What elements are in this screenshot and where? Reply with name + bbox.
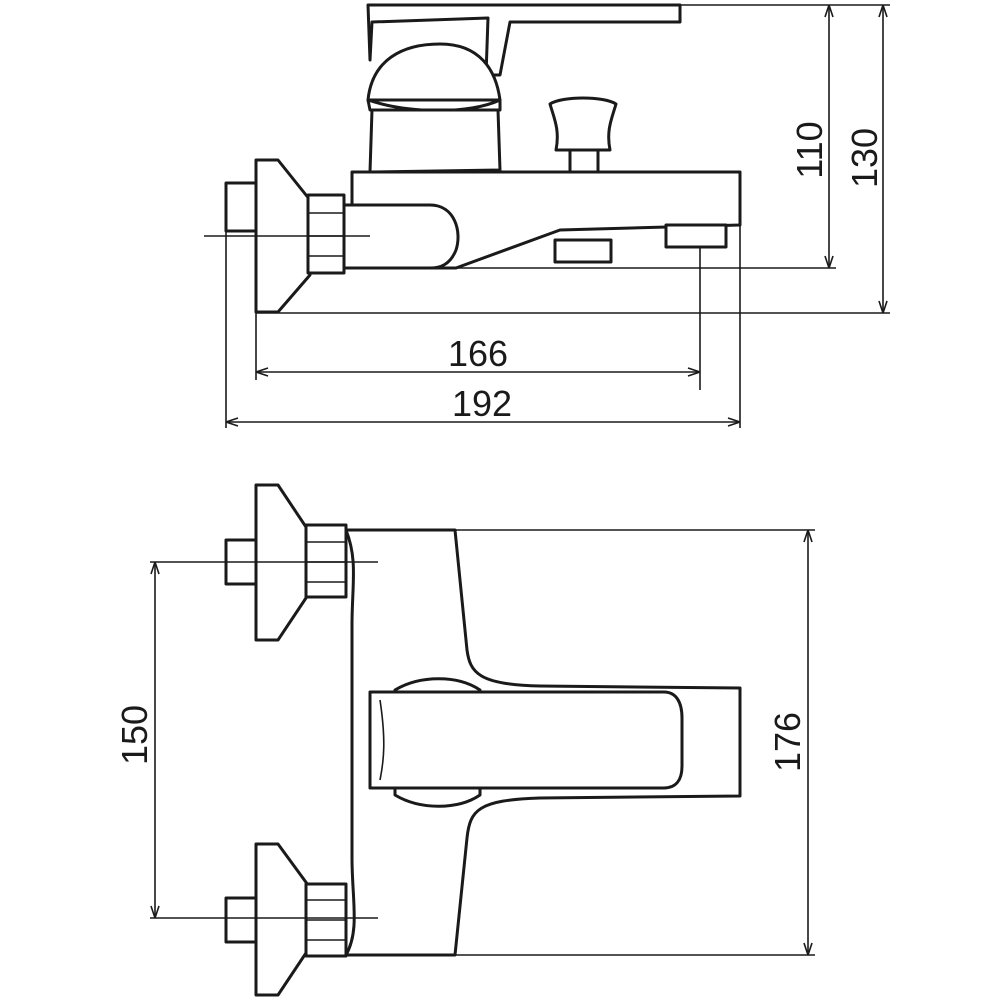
handle-lever-top	[368, 690, 684, 790]
top-view: 150 176	[114, 483, 815, 997]
diverter-knob	[548, 96, 618, 152]
inlet-cap	[342, 203, 460, 270]
cartridge-dome	[366, 42, 502, 102]
eccentric-top-lower	[224, 896, 258, 944]
dim-192: 192	[452, 383, 512, 424]
hex-nut-top-upper	[304, 523, 348, 599]
wall-flange-top-lower	[254, 842, 310, 997]
dim-110: 110	[789, 121, 830, 178]
dim-166: 166	[448, 333, 508, 374]
mixer-body-upper	[368, 108, 502, 174]
eccentric-side	[224, 181, 258, 233]
dim-150: 150	[114, 705, 155, 765]
dim-176: 176	[767, 712, 808, 772]
hex-nut-side	[306, 193, 346, 275]
aerator-outlet	[553, 238, 613, 264]
dim-130: 130	[844, 128, 885, 188]
shower-outlet	[664, 223, 728, 249]
diverter-stem	[568, 148, 600, 174]
side-view: 166 192 110 130	[204, 3, 890, 428]
